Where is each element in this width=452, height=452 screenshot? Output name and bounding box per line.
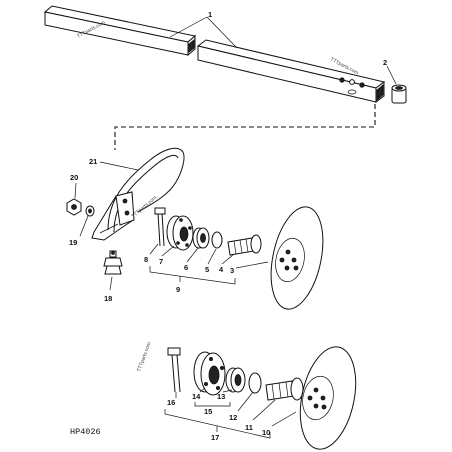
assembly-leader-dashed <box>114 104 376 150</box>
callout-17: 17 <box>211 433 219 442</box>
carriage-bolt-11[interactable] <box>265 377 304 401</box>
carriage-bolt-4[interactable] <box>227 234 262 256</box>
callout-3: 3 <box>230 266 234 275</box>
disc-blade-3[interactable] <box>263 202 332 314</box>
callout-13: 13 <box>217 392 225 401</box>
square-tube-right[interactable] <box>196 39 386 103</box>
callout-16: 16 <box>167 398 175 407</box>
lock-washer-19[interactable] <box>85 205 95 217</box>
snap-ring-5[interactable] <box>211 231 223 249</box>
callout-20: 20 <box>70 173 78 182</box>
callout-8: 8 <box>144 255 148 264</box>
bearing-6[interactable] <box>192 227 210 249</box>
bracket-17 <box>164 409 271 439</box>
bearing-13[interactable] <box>225 367 246 393</box>
grease-fitting-18[interactable] <box>103 250 123 275</box>
callout-21: 21 <box>89 157 97 166</box>
callout-19: 19 <box>69 238 77 247</box>
callout-4: 4 <box>219 265 224 274</box>
callout-5: 5 <box>205 265 209 274</box>
figure-reference: HP4026 <box>70 427 101 437</box>
callout-6: 6 <box>184 263 188 272</box>
nut-20[interactable] <box>66 198 82 216</box>
disc-blade-10[interactable] <box>292 342 364 452</box>
callout-18: 18 <box>104 294 112 303</box>
callout-2: 2 <box>383 58 387 67</box>
bolt-8[interactable] <box>154 207 166 247</box>
bolt-16[interactable] <box>167 347 181 393</box>
callout-10: 10 <box>262 428 270 437</box>
flange-housing-7[interactable] <box>166 215 194 251</box>
square-tube-left[interactable] <box>43 5 197 57</box>
flange-housing-14[interactable] <box>193 351 226 396</box>
callout-14: 14 <box>192 392 201 401</box>
callout-9: 9 <box>176 285 180 294</box>
callout-7: 7 <box>159 257 163 266</box>
bushing-2[interactable] <box>391 84 407 104</box>
bracket-9 <box>149 266 236 285</box>
watermark-4: TTTparts.com <box>136 341 152 372</box>
callout-1: 1 <box>208 10 212 19</box>
scraper-bracket-21[interactable] <box>91 147 185 241</box>
callout-15: 15 <box>204 407 212 416</box>
callout-11: 11 <box>245 423 253 432</box>
watermark-3: TTTparts.com <box>130 195 158 220</box>
snap-ring-12[interactable] <box>248 372 262 394</box>
callout-12: 12 <box>229 413 237 422</box>
